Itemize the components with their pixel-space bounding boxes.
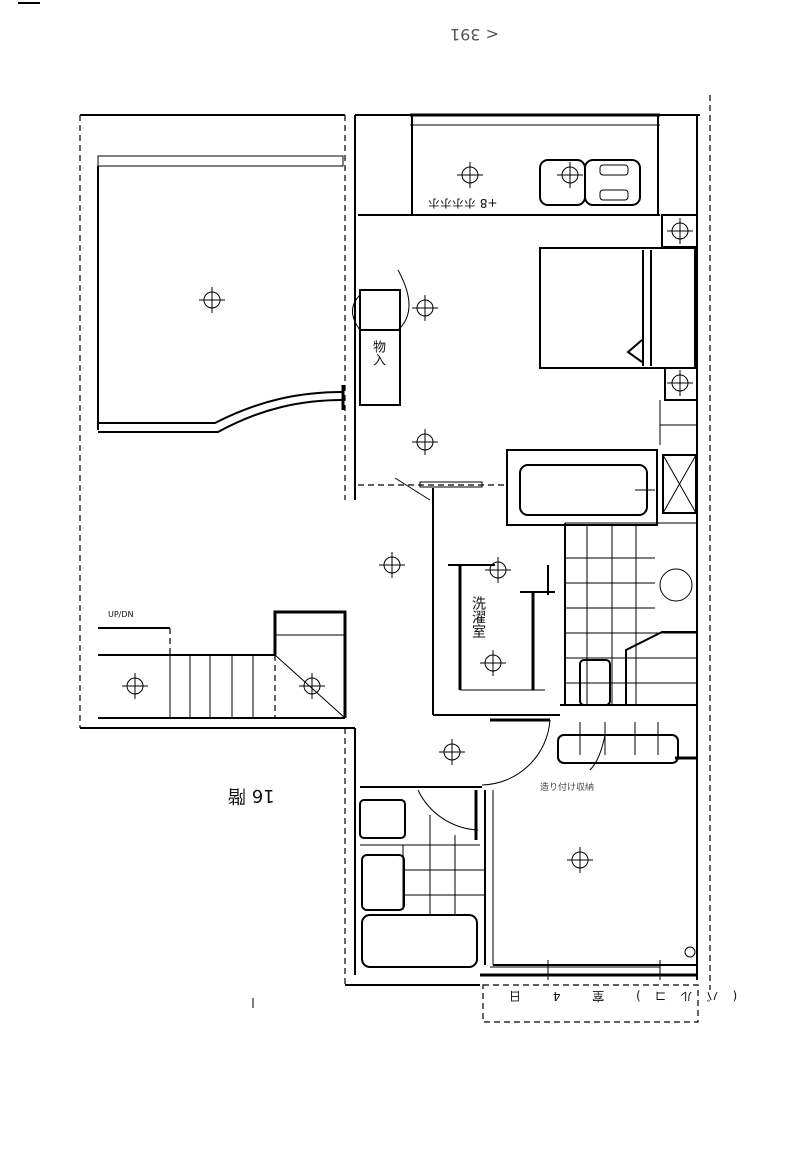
ceiling-light-icon (667, 370, 693, 396)
balcony (482, 984, 699, 1023)
page-mark: < 391 (450, 25, 500, 44)
garage (411, 115, 660, 216)
ceiling-light-icon (439, 739, 465, 765)
balcony-label: (バルコ) 室 4 日 (495, 989, 738, 1003)
large-room (97, 155, 345, 433)
ceiling-light-icon (412, 295, 438, 321)
bedroom-1 (539, 214, 698, 445)
ceiling-light-icon (667, 218, 693, 244)
hall (358, 477, 560, 716)
garage-note: +8 ホホホホ (428, 196, 498, 210)
storage-label: 洗濯室 (470, 596, 486, 638)
bath-2 (359, 789, 486, 968)
floor-label: 16 階 (228, 785, 275, 806)
bedroom-2 (492, 790, 697, 980)
ceiling-light-icon (412, 429, 438, 455)
exterior-walls (79, 95, 711, 990)
stair-note: UP/DN (108, 610, 134, 619)
closet-label: 物入 (370, 340, 385, 366)
closet (352, 214, 412, 406)
ceiling-light-icon (299, 673, 325, 699)
ceiling-lights (122, 162, 693, 873)
ceiling-light-icon (122, 673, 148, 699)
ceiling-light-icon (457, 162, 483, 188)
ceiling-light-icon (567, 847, 593, 873)
bath-1 (506, 449, 698, 706)
laundry (448, 564, 555, 691)
ceiling-light-icon (485, 557, 511, 583)
ceiling-light-icon (480, 650, 506, 676)
bedroom-note: 造り付け収納 (540, 783, 595, 793)
built-in-storage (557, 722, 697, 771)
ceiling-light-icon (199, 287, 225, 313)
ceiling-light-icon (557, 162, 583, 188)
stairs (98, 610, 347, 719)
hall-door (360, 718, 551, 788)
ceiling-light-icon (379, 552, 405, 578)
